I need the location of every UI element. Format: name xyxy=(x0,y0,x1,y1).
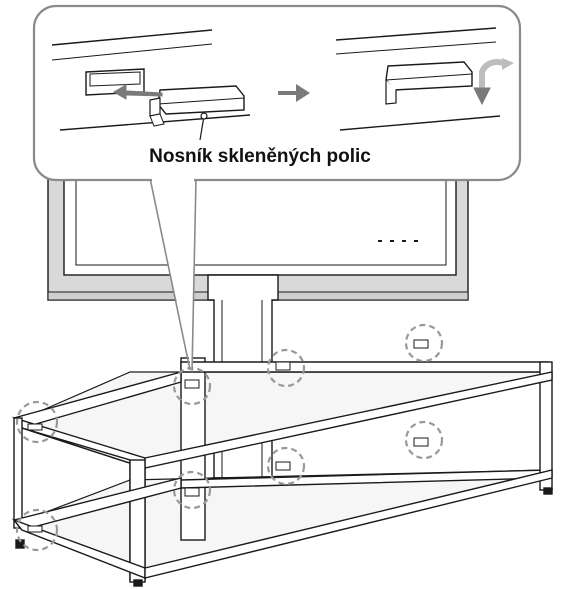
step-2-seat-bracket xyxy=(335,27,514,131)
next-step-arrow-icon xyxy=(278,84,310,102)
shelf-bracket xyxy=(157,85,245,115)
mount-highlight xyxy=(266,446,306,486)
insert-arrow-icon xyxy=(113,84,163,100)
mount-highlight xyxy=(404,420,444,460)
mount-highlight xyxy=(404,323,444,363)
mount-highlight xyxy=(266,348,306,388)
bracket-label: Nosník skleněných polic xyxy=(149,146,371,167)
shelf-mounts xyxy=(27,339,429,533)
mount-highlight xyxy=(15,508,59,552)
mount-highlight xyxy=(15,400,59,444)
mounted-bracket xyxy=(385,61,473,91)
tv-indicator-dots xyxy=(378,240,418,242)
push-down-arrow-icon xyxy=(473,58,514,106)
mount-highlight xyxy=(172,470,212,510)
step-1-insert-bracket xyxy=(51,29,251,141)
stand-frame xyxy=(11,357,553,587)
